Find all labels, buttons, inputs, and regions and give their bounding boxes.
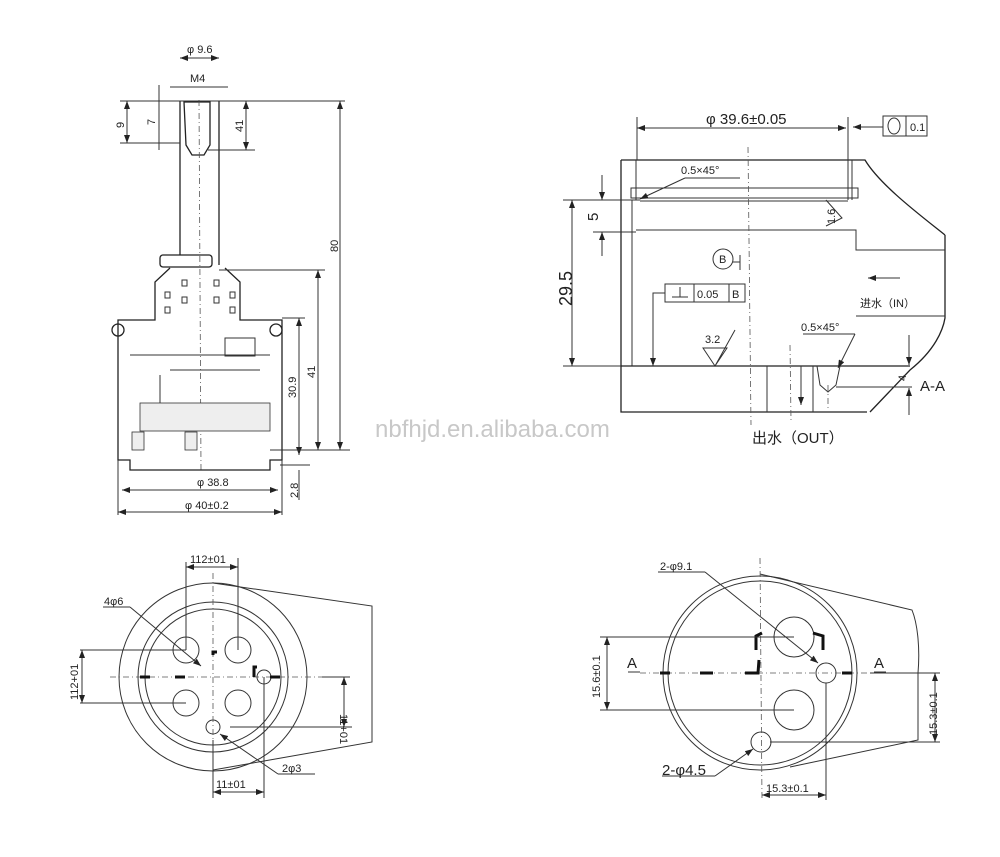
bl-holes-small: 2φ3 <box>282 763 301 775</box>
br-dim-bottom: 15.3±0.1 <box>766 783 809 795</box>
watermark: nbfhjd.en.alibaba.com <box>375 416 610 443</box>
roundness-icon <box>887 117 901 135</box>
dim-29-5-label: 29.5 <box>556 271 576 306</box>
dim-80-label: 80 <box>329 240 341 252</box>
bl-dim-bottom: 11±01 <box>216 779 246 791</box>
roundness-tolerance-frame: 0.1 <box>882 115 928 137</box>
inlet-label: 进水（IN） <box>860 297 915 310</box>
chamfer-top-label: 0.5×45° <box>681 165 719 177</box>
thread-label: M4 <box>190 73 205 85</box>
roundness-value: 0.1 <box>910 122 925 134</box>
dim-41-top-label: 41 <box>234 120 246 132</box>
outlet-label: 出水（OUT） <box>752 430 844 447</box>
roughness-3-2-label: 3.2 <box>705 334 720 346</box>
dim-7-label: 7 <box>146 119 158 125</box>
dim-41-label: 41 <box>306 366 318 378</box>
dia-40-label: φ 40±0.2 <box>185 500 229 512</box>
stem-diameter-label: φ 9.6 <box>187 44 212 56</box>
bottom-left-view: 112±01 4φ6 112+01 11+01 2φ3 11±01 <box>69 554 373 798</box>
section-outline <box>620 146 946 426</box>
bl-dim-top: 112±01 <box>190 554 226 566</box>
chamfer-bottom-label: 0.5×45° <box>801 322 839 334</box>
br-holes-small: 2-φ4.5 <box>662 762 706 779</box>
section-view: 0.1 0.05 B B φ 39.6±0.05 0.5×45° 5 29.5 … <box>556 111 946 447</box>
dim-4-label: 4 <box>897 375 909 381</box>
datum-b-label: B <box>719 254 726 266</box>
small-hole <box>750 662 837 753</box>
dim-9-label: 9 <box>115 122 127 128</box>
section-dimensions <box>563 117 912 415</box>
perp-value: 0.05 <box>697 289 718 301</box>
br-section-a-left: A <box>627 655 637 672</box>
br-holes-large: 2-φ9.1 <box>660 561 692 573</box>
roughness-1-6-label: 1.6 <box>826 209 838 224</box>
side-view-outline <box>111 99 283 471</box>
br-dim-left: 15.6±0.1 <box>591 655 603 698</box>
bl-dim-left: 112+01 <box>69 664 81 700</box>
dim-5-label: 5 <box>585 213 602 221</box>
dia-39-6-label: φ 39.6±0.05 <box>706 111 787 128</box>
section-label: A-A <box>920 378 945 395</box>
dim-2-8-label: 2.8 <box>289 483 301 498</box>
dim-30-9-label: 30.9 <box>287 377 299 398</box>
bottom-right-view: 2-φ9.1 A A 15.6±0.1 15.3±0.1 2-φ4.5 15.3… <box>591 557 940 801</box>
perpendicularity-icon <box>672 287 688 298</box>
datum-b-marker: B <box>712 248 734 270</box>
side-view-dimensions <box>117 55 350 515</box>
bl-dim-right: 11+01 <box>337 714 349 744</box>
bl-holes-large: 4φ6 <box>104 596 123 608</box>
large-hole <box>773 616 815 731</box>
perp-datum: B <box>732 289 739 301</box>
br-section-a-right: A <box>874 655 884 672</box>
br-dim-right: 15.3±0.1 <box>928 692 940 735</box>
side-view: φ 9.6 M4 9 7 41 80 30.9 41 2.8 φ 38.8 φ … <box>111 44 350 515</box>
dia-38-8-label: φ 38.8 <box>197 477 229 489</box>
perpendicularity-tolerance-frame: 0.05 B <box>664 283 746 303</box>
